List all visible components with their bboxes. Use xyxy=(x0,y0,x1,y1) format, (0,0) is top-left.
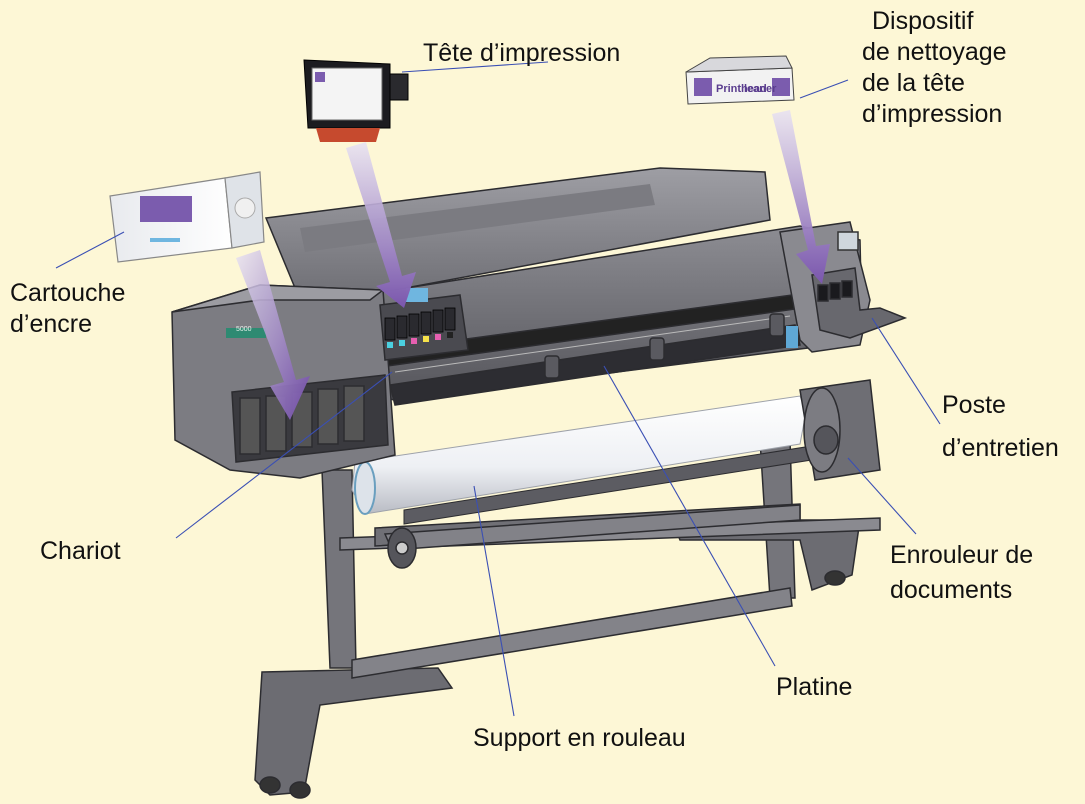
label-roll-media: Support en rouleau xyxy=(473,723,686,754)
cleaner-brand-text-2: leaner xyxy=(744,83,777,95)
label-carriage: Chariot xyxy=(40,536,121,567)
label-platen: Platine xyxy=(776,672,852,703)
label-ink-cartridge: Cartouche d’encre xyxy=(10,278,125,340)
service-leader xyxy=(872,318,940,424)
cleaner-leader xyxy=(800,80,848,98)
printhead-cleaner-illustration: Printhead leaner xyxy=(686,56,794,104)
label-service-station: Poste d’entretien xyxy=(942,390,1059,464)
label-printhead: Tête d’impression xyxy=(423,38,620,69)
ink-cartridge-illustration xyxy=(110,172,264,262)
printhead-illustration xyxy=(304,60,408,142)
panel-model-text: 5000 xyxy=(236,326,252,334)
label-printhead-cleaner: Dispositif de nettoyage de la tête d’imp… xyxy=(862,6,1007,130)
ink-leader xyxy=(56,232,124,268)
label-take-up-reel: Enrouleur de documents xyxy=(890,540,1033,606)
